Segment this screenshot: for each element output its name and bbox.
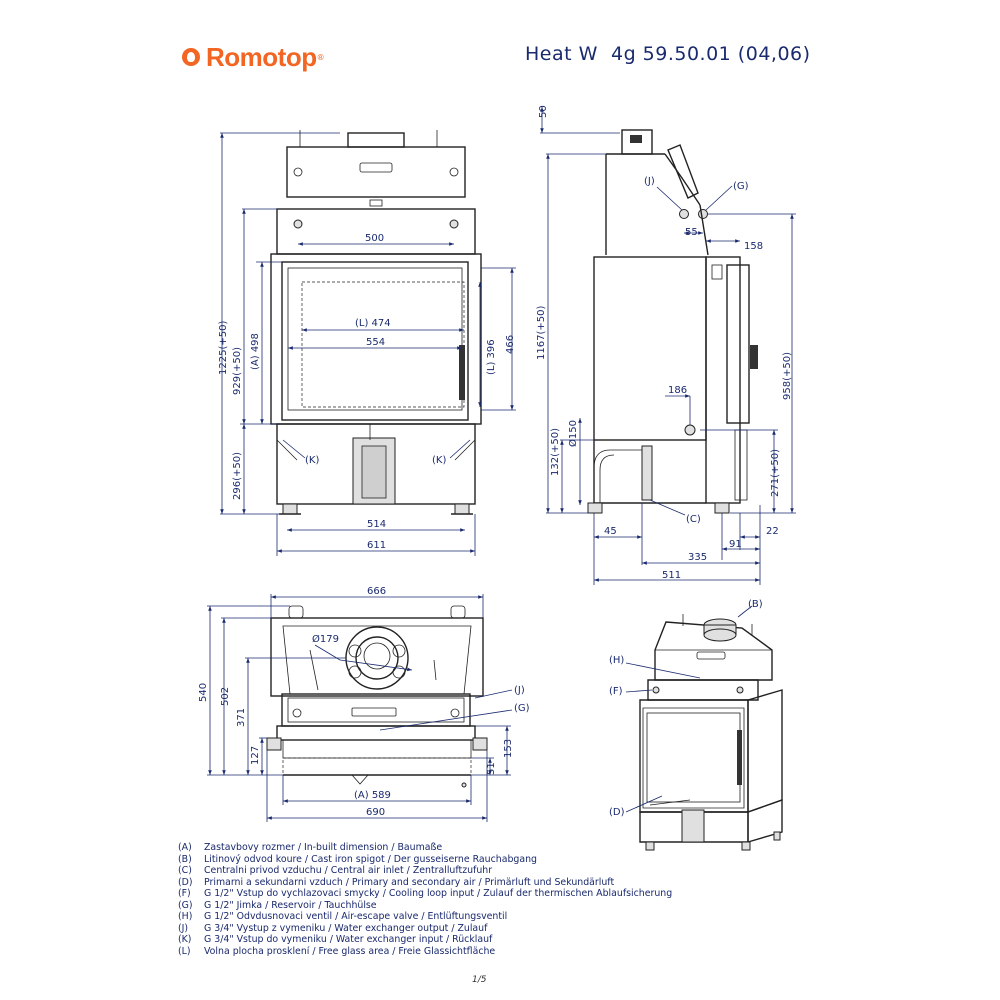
legend-item: (D)Primarni a sekundarni vzduch / Primar… bbox=[178, 876, 615, 888]
dim-500: 500 bbox=[365, 233, 384, 244]
legend-item: (G)G 1/2" Jimka / Reservoir / Tauchhülse bbox=[178, 899, 377, 911]
brand-logo: Romotop ® bbox=[182, 42, 325, 72]
dim-554: 554 bbox=[366, 337, 385, 348]
dim-153: 153 bbox=[503, 739, 514, 758]
label-j-top: (J) bbox=[514, 685, 525, 696]
page-number: 1/5 bbox=[472, 975, 487, 985]
top-view: 666 540 502 371 127 Ø179 (J) (G) 153 51 … bbox=[198, 586, 530, 822]
dim-45: 45 bbox=[604, 526, 617, 537]
flame-logo-icon bbox=[182, 48, 200, 66]
dim-514: 514 bbox=[367, 519, 386, 530]
dim-22: 22 bbox=[766, 526, 779, 537]
label-c: (C) bbox=[686, 514, 701, 525]
dim-335: 335 bbox=[688, 552, 707, 563]
dim-total-height: 1225(+50) bbox=[218, 321, 229, 375]
dim-55: 55 bbox=[685, 227, 698, 238]
dim-51: 51 bbox=[486, 762, 497, 775]
dim-502: 502 bbox=[220, 687, 231, 706]
label-j: (J) bbox=[644, 176, 655, 187]
legend-item: (H)G 1/2" Odvdusnovaci ventil / Air-esca… bbox=[178, 911, 508, 922]
dim-127: 127 bbox=[250, 746, 261, 765]
isometric-view: (B) (H) (F) (D) bbox=[609, 599, 783, 851]
label-k-right: (K) bbox=[432, 455, 446, 466]
legend-item: (C)Centralni privod vzduchu / Central ai… bbox=[178, 865, 493, 876]
registered-mark: ® bbox=[316, 52, 325, 62]
dim-158: 158 bbox=[744, 241, 763, 252]
dim-l-474: (L) 474 bbox=[355, 318, 391, 329]
dim-186: 186 bbox=[668, 385, 687, 396]
label-k-left: (K) bbox=[305, 455, 319, 466]
dim-511: 511 bbox=[662, 570, 681, 581]
dim-958: 958(+50) bbox=[782, 352, 793, 400]
dim-d150: Ø150 bbox=[567, 420, 579, 447]
legend-item: (A)Zastavbovy rozmer / In-built dimensio… bbox=[178, 842, 443, 853]
dim-l-396: (L) 396 bbox=[486, 339, 497, 375]
dim-91: 91 bbox=[729, 539, 742, 550]
dim-540: 540 bbox=[198, 683, 209, 702]
legend: (A)Zastavbovy rozmer / In-built dimensio… bbox=[178, 842, 838, 957]
label-g-top: (G) bbox=[514, 703, 530, 714]
label-f: (F) bbox=[609, 686, 623, 697]
dim-690: 690 bbox=[366, 807, 385, 818]
dim-371: 371 bbox=[236, 708, 247, 727]
dim-top-50: 50 bbox=[538, 105, 549, 118]
legend-item: (F)G 1/2" Vstup do vychlazovaci smycky /… bbox=[178, 888, 673, 899]
front-view: 1225(+50) 929(+50) (A) 498 296(+50) 500 … bbox=[218, 130, 516, 556]
dim-296: 296(+50) bbox=[232, 452, 243, 500]
legend-item: (B)Litinový odvod koure / Cast iron spig… bbox=[178, 853, 537, 865]
dim-271: 271(+50) bbox=[770, 449, 781, 497]
legend-item: (K)G 3/4" Vstup do vymeniku / Water exch… bbox=[178, 934, 493, 945]
model-title: Heat W 4g 59.50.01 (04,06) bbox=[525, 43, 811, 65]
legend-item: (L)Volna plocha prosklení / Free glass a… bbox=[178, 945, 496, 957]
dim-d179: Ø179 bbox=[312, 633, 339, 645]
label-d: (D) bbox=[609, 807, 625, 818]
dim-466: 466 bbox=[505, 335, 516, 354]
dim-1167: 1167(+50) bbox=[536, 306, 547, 360]
dim-132: 132(+50) bbox=[550, 428, 561, 476]
label-b: (B) bbox=[748, 599, 763, 610]
dim-666: 666 bbox=[367, 586, 386, 597]
side-view: 50 1167(+50) 132(+50) Ø150 (J) (G) 55 15… bbox=[536, 105, 796, 585]
label-g: (G) bbox=[733, 181, 749, 192]
dim-a-589: (A) 589 bbox=[354, 790, 391, 801]
label-h: (H) bbox=[609, 655, 624, 666]
dim-929: 929(+50) bbox=[232, 347, 243, 395]
dim-611: 611 bbox=[367, 540, 386, 551]
legend-item: (J)G 3/4" Vystup z vymeniku / Water exch… bbox=[178, 922, 488, 934]
dim-a-498: (A) 498 bbox=[250, 333, 261, 370]
brand-name: Romotop bbox=[206, 41, 317, 72]
